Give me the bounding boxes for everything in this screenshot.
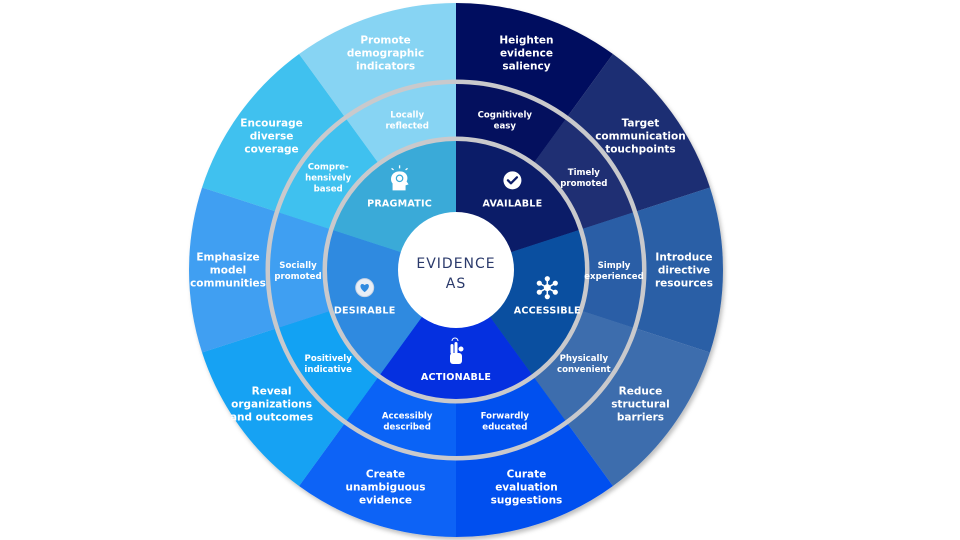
- labels: HeightenevidencesaliencyTargetcommunicat…: [190, 35, 713, 507]
- center-title-line1: EVIDENCE: [416, 256, 495, 272]
- middle-sector-label: promoted: [560, 179, 607, 189]
- middle-sector-label: indicative: [304, 365, 352, 375]
- middle-sector-label: Locally: [390, 111, 424, 121]
- middle-sector-label: promoted: [274, 272, 321, 282]
- outer-sector-label: barriers: [617, 412, 664, 424]
- middle-sector-label: Timely: [568, 168, 601, 178]
- outer-sector-label: Encourage: [240, 117, 302, 129]
- middle-sector-label: easy: [494, 122, 517, 132]
- center-hub: EVIDENCE AS: [398, 212, 514, 328]
- outer-sector-label: evaluation: [495, 481, 558, 493]
- outer-sector-label: diverse: [250, 130, 294, 142]
- check-circle-icon: [503, 171, 522, 190]
- middle-sector-label: Cognitively: [478, 111, 533, 121]
- inner-sector-label: PRAGMATIC: [367, 198, 432, 209]
- outer-sector-label: Create: [366, 468, 405, 480]
- middle-sector-label: Socially: [279, 261, 317, 271]
- touch-hand-icon: [450, 337, 464, 364]
- outer-sector-label: Reduce: [619, 386, 663, 398]
- middle-sector-label: experienced: [584, 272, 644, 282]
- outer-sector-label: Heighten: [499, 35, 553, 47]
- outer-sector-label: Introduce: [655, 252, 712, 264]
- middle-sector-label: convenient: [557, 365, 611, 375]
- inner-sector-label: ACCESSIBLE: [514, 306, 581, 317]
- outer-sector-label: communities: [190, 278, 266, 290]
- outer-sector-label: Promote: [360, 35, 410, 47]
- middle-sector-label: Physically: [560, 354, 609, 364]
- middle-sector-label: Forwardly: [481, 411, 530, 421]
- outer-sector-label: model: [210, 265, 246, 277]
- outer-sector-label: Target: [622, 117, 660, 129]
- middle-sector-label: Accessibly: [382, 411, 433, 421]
- outer-sector-label: evidence: [500, 48, 553, 60]
- heart-icon: [355, 278, 375, 298]
- inner-sector-label: DESIRABLE: [334, 306, 396, 317]
- middle-sector-label: described: [383, 422, 431, 432]
- outer-sector-label: organizations: [231, 399, 312, 411]
- outer-sector-label: Curate: [507, 468, 547, 480]
- outer-sector-label: communication: [595, 130, 686, 142]
- outer-sector-label: touchpoints: [605, 143, 675, 155]
- middle-sector-label: Simply: [598, 261, 631, 271]
- outer-sector-label: saliency: [502, 61, 550, 73]
- outer-sector-label: Emphasize: [196, 252, 259, 264]
- inner-sector-label: ACTIONABLE: [421, 372, 491, 383]
- middle-sector-label: hensively: [305, 174, 352, 184]
- outer-sector-label: unambiguous: [346, 481, 426, 493]
- middle-sector-label: based: [314, 185, 343, 195]
- outer-sector-label: indicators: [356, 61, 415, 73]
- middle-sector-label: Compre-: [308, 163, 349, 173]
- outer-sector-label: coverage: [244, 143, 298, 155]
- outer-sector-label: directive: [658, 265, 710, 277]
- outer-sector-label: demographic: [347, 48, 424, 60]
- inner-sector-actionable: [380, 270, 532, 400]
- inner-sector-label: AVAILABLE: [482, 198, 542, 209]
- inner-ring-border: [322, 136, 590, 404]
- outer-sector-label: evidence: [359, 494, 412, 506]
- middle-ring-border: [265, 79, 647, 461]
- outer-sector-label: structural: [611, 399, 670, 411]
- middle-sector-label: educated: [482, 422, 527, 432]
- center-circle: [398, 212, 514, 328]
- outer-sector-label: Reveal: [252, 386, 292, 398]
- center-title-line2: AS: [446, 276, 466, 292]
- outer-sector-label: and outcomes: [230, 412, 313, 424]
- outer-sector-label: suggestions: [491, 494, 563, 506]
- outer-sector-label: resources: [655, 278, 713, 290]
- lightbulb-head-icon: [391, 165, 409, 191]
- network-icon: [536, 276, 558, 300]
- middle-sector-label: reflected: [385, 122, 428, 132]
- middle-sector-label: Positively: [305, 354, 353, 364]
